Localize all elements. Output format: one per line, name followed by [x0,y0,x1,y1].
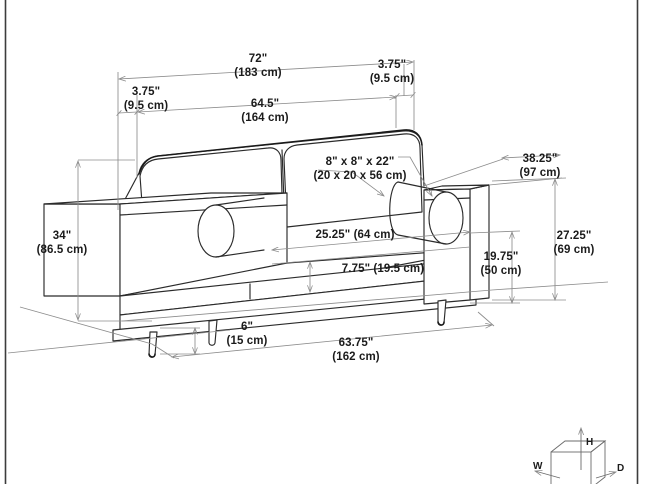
legend-cube-top [550,440,607,453]
page-border [4,0,639,484]
legend-cube-front [550,451,592,484]
left-arm-outer-face [43,203,121,297]
pillow-callout-leader [398,156,432,196]
legend-label-width: W [533,461,543,472]
ext-depth-from-arm [423,158,504,187]
ext-depth-far [488,177,563,186]
sofa-leg-front-right [437,299,447,326]
dim-seat-depth [272,232,470,250]
legend-cube-right [590,440,606,484]
left-bolster-body [215,197,265,258]
legend-cube [535,428,616,484]
dim-arm-width-right [394,92,416,99]
legend-label-height: H [586,437,594,448]
dim-base-width [172,325,492,357]
ext-base-left [151,343,175,359]
floor-guide-right [121,289,493,322]
sofa-illustration [43,129,490,358]
dim-overall-depth [502,155,560,158]
left-arm-inner-strip [119,204,288,216]
sofa-leg-back-left [208,319,218,346]
floor-guide-far [491,281,609,291]
leg-base-shadow-left [148,353,156,358]
dim-arm-width-left [116,109,140,116]
floor-guide-lower [7,329,231,354]
dim-overall-width [119,62,413,79]
legend-label-depth: D [617,463,625,474]
right-arm-outer-face [469,184,490,301]
dim-seat-depth-lower [271,246,471,265]
dim-inside-width [138,97,396,112]
pillow-callout-leader-left [317,169,384,196]
back-cushion-right [283,133,423,228]
backrest-top-edge [138,129,423,175]
ext-base-right [477,311,495,327]
legend-axis-w [535,471,561,479]
floor-guide-left [19,306,153,345]
dimension-lines [7,60,609,359]
right-bolster-end [428,191,464,245]
legend-axis-d [595,472,616,479]
left-bolster-end [197,204,235,258]
